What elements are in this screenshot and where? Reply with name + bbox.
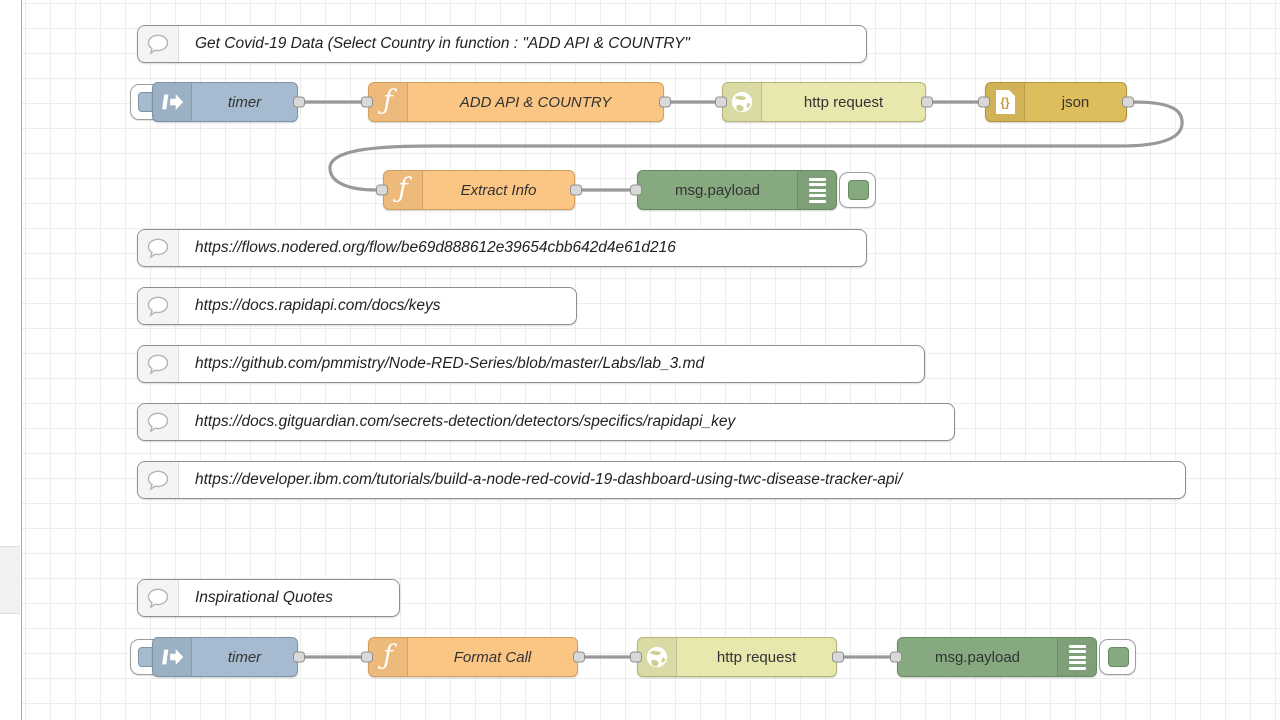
- output-port[interactable]: [1122, 96, 1134, 108]
- comment-node-url-github[interactable]: https://github.com/pmmistry/Node-RED-Ser…: [137, 345, 925, 383]
- comment-node-url-flow[interactable]: https://flows.nodered.org/flow/be69d8886…: [137, 229, 867, 267]
- svg-text:{}: {}: [1000, 96, 1010, 110]
- node-label: http request: [716, 648, 797, 666]
- inject-icon: [153, 638, 192, 676]
- comment-text: https://docs.gitguardian.com/secrets-det…: [195, 413, 736, 430]
- output-port[interactable]: [570, 184, 582, 196]
- function-icon: ƒ: [384, 171, 423, 209]
- node-label: json: [1061, 93, 1090, 111]
- comment-text: https://flows.nodered.org/flow/be69d8886…: [195, 239, 676, 256]
- input-port[interactable]: [630, 651, 642, 663]
- input-port[interactable]: [376, 184, 388, 196]
- input-port[interactable]: [890, 651, 902, 663]
- json-node[interactable]: {} json: [978, 82, 1134, 122]
- comment-node-covid-header[interactable]: Get Covid-19 Data (Select Country in fun…: [137, 25, 867, 63]
- node-label: timer: [227, 93, 262, 111]
- comment-bubble-icon: [138, 462, 179, 498]
- function-node-extract-info[interactable]: ƒ Extract Info: [376, 170, 582, 210]
- function-icon: ƒ: [369, 83, 408, 121]
- inject-icon: [153, 83, 192, 121]
- output-port[interactable]: [573, 651, 585, 663]
- comment-text: https://github.com/pmmistry/Node-RED-Ser…: [195, 355, 705, 372]
- function-icon: ƒ: [369, 638, 408, 676]
- input-port[interactable]: [715, 96, 727, 108]
- comment-node-url-gitguardian[interactable]: https://docs.gitguardian.com/secrets-det…: [137, 403, 955, 441]
- comment-node-url-rapidapi[interactable]: https://docs.rapidapi.com/docs/keys: [137, 287, 577, 325]
- node-label: Format Call: [453, 648, 532, 666]
- debug-node-covid[interactable]: msg.payload: [630, 170, 837, 210]
- comment-text: https://docs.rapidapi.com/docs/keys: [195, 297, 441, 314]
- comment-text: https://developer.ibm.com/tutorials/buil…: [195, 471, 903, 488]
- node-label: Extract Info: [460, 181, 537, 199]
- debug-node-quotes[interactable]: msg.payload: [890, 637, 1097, 677]
- debug-toggle-button[interactable]: [839, 172, 876, 208]
- http-request-node-covid[interactable]: http request: [715, 82, 933, 122]
- output-port[interactable]: [293, 651, 305, 663]
- comment-bubble-icon: [138, 580, 179, 616]
- node-label: http request: [803, 93, 884, 111]
- function-node-add-api-country[interactable]: ƒ ADD API & COUNTRY: [361, 82, 671, 122]
- globe-icon: [723, 83, 762, 121]
- comment-node-quotes-header[interactable]: Inspirational Quotes: [137, 579, 400, 617]
- node-label: msg.payload: [674, 181, 761, 199]
- output-port[interactable]: [659, 96, 671, 108]
- globe-icon: [638, 638, 677, 676]
- inject-node-timer-covid[interactable]: timer: [152, 82, 305, 122]
- comment-node-url-ibm[interactable]: https://developer.ibm.com/tutorials/buil…: [137, 461, 1186, 499]
- function-node-format-call[interactable]: ƒ Format Call: [361, 637, 585, 677]
- input-port[interactable]: [361, 651, 373, 663]
- comment-bubble-icon: [138, 404, 179, 440]
- output-port[interactable]: [832, 651, 844, 663]
- comment-bubble-icon: [138, 26, 179, 62]
- input-port[interactable]: [630, 184, 642, 196]
- palette-edge: [0, 0, 22, 720]
- comment-text: Inspirational Quotes: [195, 589, 333, 606]
- debug-toggle-button[interactable]: [1099, 639, 1136, 675]
- input-port[interactable]: [361, 96, 373, 108]
- json-file-icon: {}: [986, 83, 1025, 121]
- node-label: msg.payload: [934, 648, 1021, 666]
- comment-bubble-icon: [138, 346, 179, 382]
- input-port[interactable]: [978, 96, 990, 108]
- node-label: ADD API & COUNTRY: [459, 93, 612, 111]
- node-label: timer: [227, 648, 262, 666]
- output-port[interactable]: [921, 96, 933, 108]
- wire[interactable]: [328, 100, 1184, 192]
- debug-icon: [797, 171, 836, 209]
- palette-scrollbar[interactable]: [0, 546, 20, 614]
- comment-text: Get Covid-19 Data (Select Country in fun…: [195, 35, 690, 52]
- debug-icon: [1057, 638, 1096, 676]
- comment-bubble-icon: [138, 230, 179, 266]
- output-port[interactable]: [293, 96, 305, 108]
- http-request-node-quotes[interactable]: http request: [630, 637, 844, 677]
- comment-bubble-icon: [138, 288, 179, 324]
- inject-node-timer-quotes[interactable]: timer: [152, 637, 305, 677]
